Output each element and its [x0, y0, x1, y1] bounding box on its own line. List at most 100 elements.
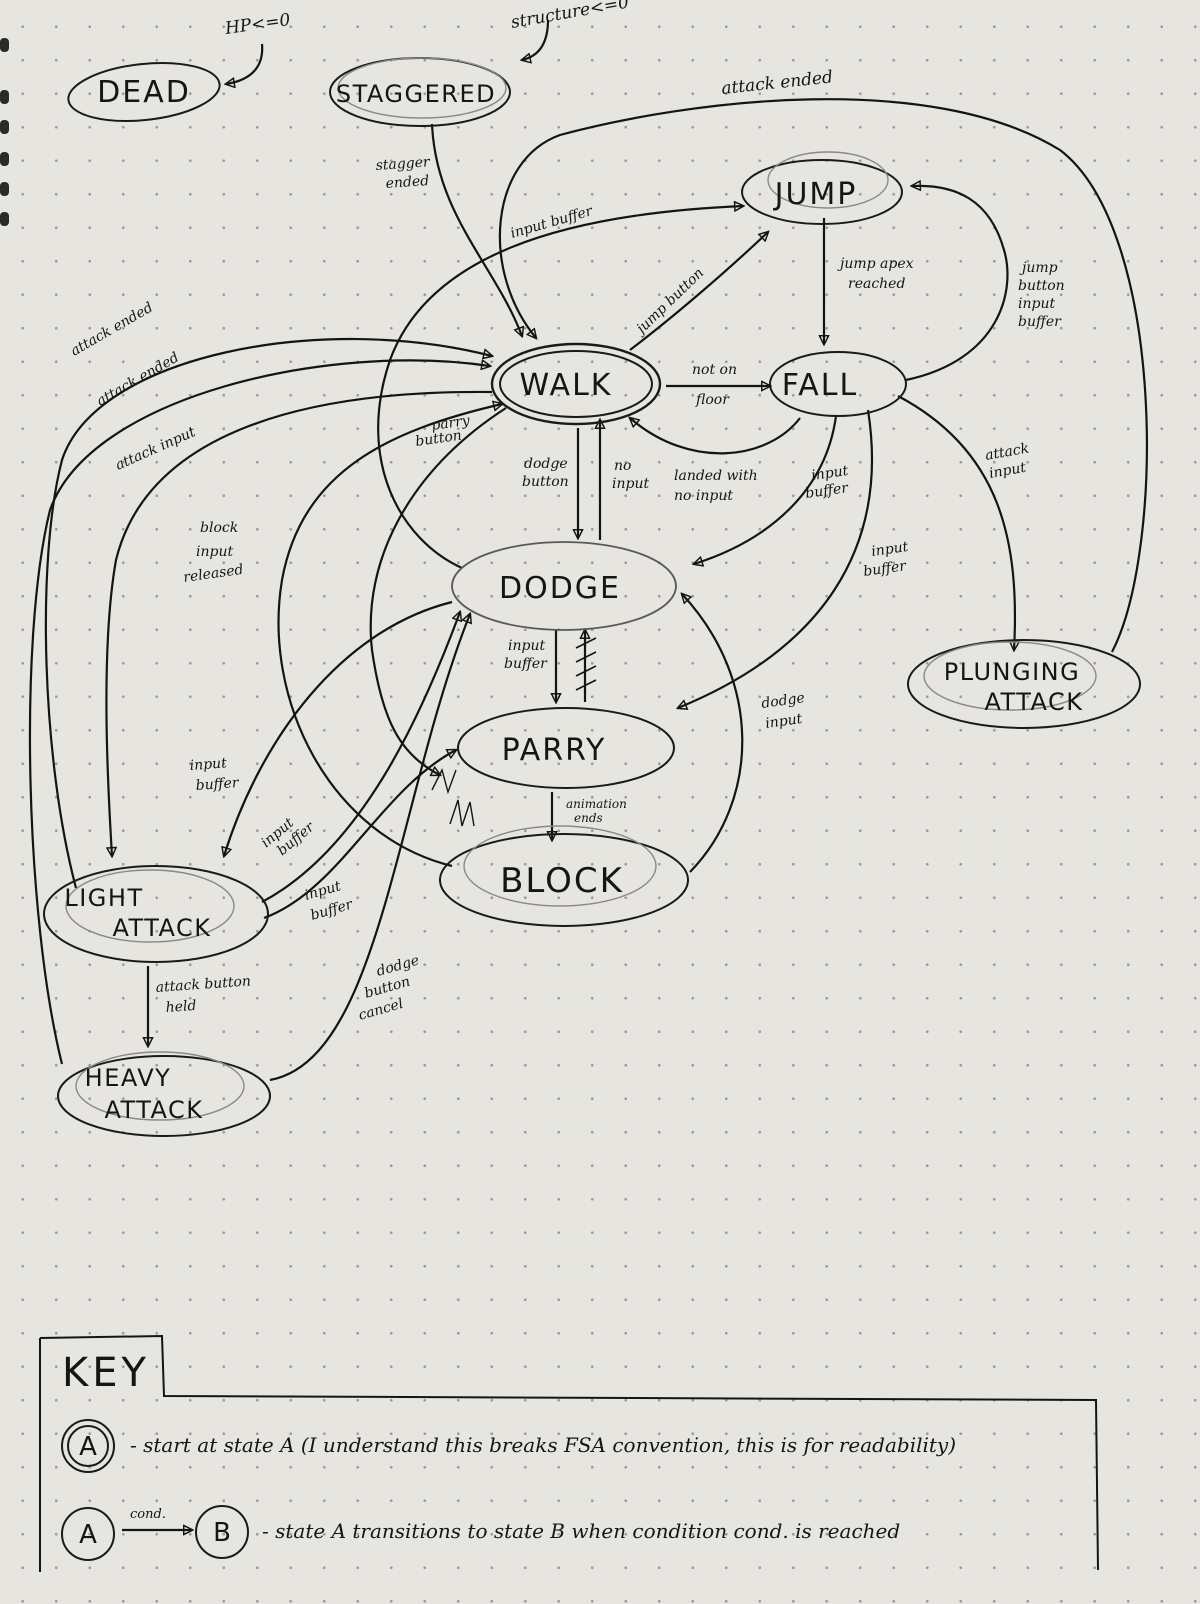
label-dodge-button-1: dodge — [524, 456, 568, 472]
label-not-on-floor-1: not on — [692, 362, 737, 378]
label-no-input-1: no — [614, 458, 631, 474]
edge-dodge-light — [224, 600, 453, 856]
svg-text:BLOCK: BLOCK — [500, 861, 624, 901]
state-block: BLOCK — [439, 825, 689, 927]
label-fall-input-buffer-2: buffer — [804, 480, 850, 502]
state-light-attack: LIGHT ATTACK — [43, 865, 269, 963]
key-border — [39, 1334, 1099, 1572]
label-dodge-parry-1: input — [508, 638, 545, 654]
svg-text:HEAVY: HEAVY — [85, 1064, 172, 1092]
svg-text:WALK: WALK — [520, 368, 613, 403]
label-dodge-parry-2: buffer — [504, 656, 548, 672]
edge-fall-jump — [905, 186, 1009, 382]
label-animation-ends-2: ends — [574, 811, 603, 825]
key-start-text: - start at state A (I understand this br… — [130, 1433, 956, 1457]
label-stagger-ended-1: stagger — [375, 154, 431, 174]
label-stagger-ended-2: ended — [385, 173, 430, 192]
label-dodge-input-1: dodge — [760, 690, 805, 712]
key-cond-label: cond. — [130, 1507, 166, 1522]
label-no-input-2: input — [612, 476, 649, 492]
state-walk: WALK — [490, 342, 662, 426]
label-parry-button-2: button — [414, 428, 462, 450]
label-input-buffer-light-1: input — [189, 755, 227, 774]
scribble-marks — [431, 768, 475, 827]
svg-text:A: A — [79, 1432, 97, 1462]
edge-plunging-walk — [498, 98, 1148, 653]
edge-heavy-dodge — [269, 614, 470, 1082]
label-attack-input-left: attack input — [113, 424, 198, 474]
label-not-on-floor-2: floor — [695, 392, 730, 408]
svg-text:ATTACK: ATTACK — [104, 1096, 203, 1124]
svg-text:LIGHT: LIGHT — [64, 884, 143, 912]
edge-walk-light — [105, 390, 493, 856]
label-input-buffer-light-2: buffer — [195, 775, 240, 794]
state-dodge: DODGE — [451, 541, 677, 631]
key-transition-row: A cond. B - state A transitions to state… — [61, 1505, 900, 1561]
label-jump-buffer-1: jump — [1019, 260, 1058, 276]
label-fall-input-buffer-2a: input — [870, 539, 909, 560]
svg-text:A: A — [79, 1520, 97, 1550]
key-legend: KEY A - start at state A (I understand t… — [39, 1334, 1099, 1572]
edge-fall-plunging — [897, 395, 1015, 650]
edge-structure-staggered — [522, 19, 550, 60]
svg-text:PARRY: PARRY — [502, 733, 607, 768]
label-fall-input-buffer-1: input — [810, 463, 849, 484]
edge-block-walk — [277, 404, 502, 868]
hatch-marks — [575, 637, 597, 691]
svg-text:FALL: FALL — [782, 368, 858, 403]
label-animation-ends-1: animation — [566, 797, 627, 811]
label-block-released-2: input — [196, 544, 233, 560]
label-dodge-input-2: input — [764, 711, 803, 732]
label-attack-ended-1: attack ended — [68, 299, 156, 359]
state-dead: DEAD — [67, 62, 221, 122]
svg-text:PLUNGING: PLUNGING — [944, 658, 1080, 686]
label-dodge-cancel-3: cancel — [357, 996, 405, 1024]
edge-fall-parry — [678, 409, 873, 708]
label-hp-dead: HP<=0 — [223, 10, 292, 39]
key-start-row: A - start at state A (I understand this … — [61, 1419, 956, 1473]
label-fall-input-buffer-2b: buffer — [862, 558, 908, 580]
svg-text:STAGGERED: STAGGERED — [336, 80, 496, 108]
state-heavy-attack: HEAVY ATTACK — [57, 1051, 271, 1137]
svg-text:ATTACK: ATTACK — [112, 914, 211, 942]
edge-light-parry — [263, 750, 456, 920]
transition-edges — [28, 19, 1148, 1082]
label-attack-input-plunge-1: attack — [984, 440, 1030, 463]
edge-light-walk — [44, 337, 492, 889]
label-jump-button: jump button — [632, 265, 708, 339]
svg-text:B: B — [213, 1518, 231, 1548]
edge-hp-dead — [226, 43, 264, 84]
label-attack-ended-2: attack ended — [94, 349, 182, 409]
label-attack-held-1: attack button — [155, 973, 251, 996]
svg-text:DEAD: DEAD — [97, 75, 191, 110]
label-jump-buffer-3: input — [1018, 296, 1055, 312]
label-attack-input-plunge-2: input — [988, 460, 1028, 482]
label-landed-1: landed with — [674, 468, 758, 484]
state-plunging-attack: PLUNGING ATTACK — [907, 639, 1141, 729]
svg-text:DODGE: DODGE — [499, 571, 621, 606]
svg-text:ATTACK: ATTACK — [984, 688, 1083, 716]
label-attack-held-2: held — [165, 998, 197, 1016]
notebook-binding — [0, 38, 9, 226]
state-fall: FALL — [769, 351, 907, 417]
label-structure: structure<=0 — [509, 0, 630, 33]
state-staggered: STAGGERED — [329, 57, 511, 127]
edge-block-dodge — [682, 594, 744, 873]
label-block-released-3: released — [182, 562, 244, 586]
edge-fall-dodge — [694, 415, 838, 564]
label-dodge-cancel-2: button — [363, 974, 412, 1002]
edge-heavy-walk — [28, 360, 490, 1065]
edge-walk-jump — [629, 232, 768, 351]
state-parry: PARRY — [457, 707, 675, 789]
label-block-released-1: block — [200, 520, 238, 536]
label-attack-ended-top: attack ended — [720, 67, 834, 99]
label-input-buffer-jump: input buffer — [509, 203, 596, 242]
state-jump: JUMP — [741, 151, 903, 225]
label-jump-apex-1: jump apex — [837, 256, 914, 272]
key-transition-text: - state A transitions to state B when co… — [262, 1519, 900, 1543]
label-jump-buffer-4: buffer — [1018, 314, 1062, 330]
label-dodge-button-2: button — [522, 474, 569, 490]
label-jump-buffer-2: button — [1018, 278, 1065, 294]
label-jump-apex-2: reached — [848, 276, 905, 292]
